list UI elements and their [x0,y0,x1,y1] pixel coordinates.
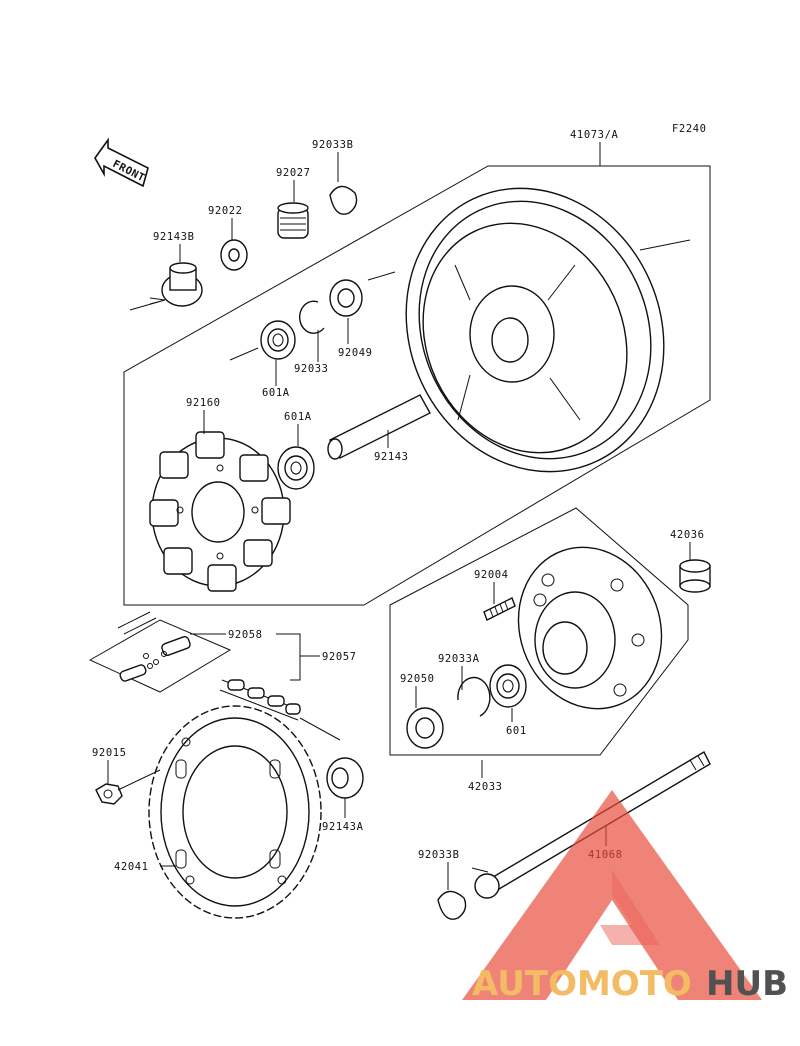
part-label-nut: 92015 [92,747,127,759]
circlip [298,300,325,334]
sprocket [148,705,322,919]
part-label-chain: 92057 [322,651,357,663]
part-label-chain-link: 92058 [228,629,263,641]
stud [483,597,516,621]
part-label-collar-left: 92143B [153,231,195,243]
part-label-collar-right: 42036 [670,529,705,541]
seal [329,279,363,317]
clip-top [329,185,358,215]
part-label-stud: 92004 [474,569,509,581]
collar-right [679,559,711,593]
collar-sprocket [326,757,364,799]
chain-link-kit [88,611,232,693]
part-label-collar-bottom: 92033B [418,849,460,861]
bearing-a1 [260,320,296,360]
part-label-sleeve: 92143 [374,451,409,463]
part-label-collar-sprocket: 92143A [322,821,364,833]
seal-hub [406,707,444,749]
watermark-brand-part1: AUTOMOTO [472,964,692,1004]
collar [277,202,309,239]
bearing-a2 [277,446,315,490]
hub-assembly-frame [389,507,689,756]
circlip-a [457,676,491,717]
figure-code: F2240 [672,123,707,135]
bearing-hub [489,664,527,708]
collar-left [161,262,203,307]
part-label-bearing-a1: 601A [262,387,290,399]
part-label-bearing-hub: 601 [506,725,527,737]
part-label-circlip: 92033 [294,363,329,375]
part-label-wheel: 41073/A [570,129,619,141]
part-label-seal: 92049 [338,347,373,359]
part-label-seal-hub: 92050 [400,673,435,685]
wheel-rim [405,158,691,473]
part-label-collar-top: 92033B [312,139,354,151]
washer [220,239,248,271]
part-label-coupling: 42033 [468,781,503,793]
coupling-hub [517,546,663,710]
part-label-collar: 92027 [276,167,311,179]
front-arrow-icon: FRONT [94,137,149,188]
part-label-circlip-a: 92033A [438,653,480,665]
nut [95,783,123,805]
watermark-brand-part2: HUB [706,964,788,1004]
brand-watermark: AUTOMOTO HUB [462,790,788,1004]
upper-assembly-frame [123,165,711,606]
sleeve [327,394,431,460]
clip-bottom [437,890,467,920]
part-label-washer: 92022 [208,205,243,217]
part-label-damper: 92160 [186,397,221,409]
damper [149,431,291,592]
part-label-sprocket: 42041 [114,861,149,873]
chain [219,679,341,741]
part-label-bearing-a2: 601A [284,411,312,423]
watermark-triangle-icon [462,790,762,1000]
